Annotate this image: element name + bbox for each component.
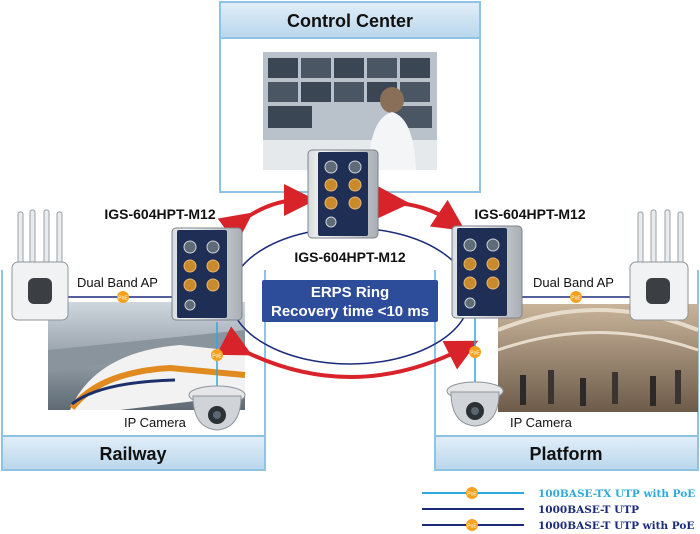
control-center-title: Control Center bbox=[287, 11, 413, 31]
poe-badge-right-camera: PoE bbox=[469, 346, 481, 358]
switch-left bbox=[171, 227, 243, 321]
access-point-left bbox=[11, 209, 69, 321]
erps-ring-box: ERPS Ring Recovery time <10 ms bbox=[262, 280, 438, 322]
legend-label-1: 100BASE-TX UTP with PoE bbox=[538, 488, 695, 500]
svg-text:PoE: PoE bbox=[212, 354, 222, 360]
switch-center bbox=[307, 149, 379, 239]
switch-right-label: IGS-604HPT-M12 bbox=[474, 206, 585, 222]
svg-text:PoE: PoE bbox=[118, 296, 128, 302]
switch-left-label: IGS-604HPT-M12 bbox=[104, 206, 215, 222]
legend-label-2: 1000BASE-T UTP bbox=[538, 504, 639, 516]
legend-item-100base-tx-poe: PoE 100BASE-TX UTP with PoE bbox=[422, 487, 695, 500]
ring-arrows bbox=[216, 184, 479, 379]
legend-label-3: 1000BASE-T UTP with PoE bbox=[538, 520, 694, 532]
railway-title: Railway bbox=[99, 444, 166, 464]
legend-item-1000base-t-poe: PoE 1000BASE-T UTP with PoE bbox=[422, 519, 694, 532]
switch-center-label: IGS-604HPT-M12 bbox=[294, 249, 405, 265]
svg-text:PoE: PoE bbox=[571, 296, 581, 302]
ring-title: ERPS Ring bbox=[311, 284, 389, 301]
legend: PoE 100BASE-TX UTP with PoE 1000BASE-T U… bbox=[422, 487, 695, 532]
svg-text:PoE: PoE bbox=[470, 351, 480, 357]
access-point-right bbox=[629, 209, 689, 321]
ip-camera-right bbox=[446, 381, 504, 427]
svg-text:PoE: PoE bbox=[467, 524, 477, 530]
switch-right bbox=[451, 225, 523, 319]
platform-title: Platform bbox=[529, 444, 602, 464]
ip-camera-left bbox=[188, 385, 246, 431]
poe-badge-right-ap: PoE bbox=[570, 291, 582, 303]
poe-badge-left-ap: PoE bbox=[117, 291, 129, 303]
svg-text:PoE: PoE bbox=[467, 492, 477, 498]
right-camera-label: IP Camera bbox=[510, 415, 573, 430]
left-ap-label: Dual Band AP bbox=[77, 275, 158, 290]
ring-recovery: Recovery time <10 ms bbox=[271, 303, 429, 320]
left-camera-label: IP Camera bbox=[124, 415, 187, 430]
platform-photo bbox=[497, 304, 699, 412]
control-room-photo bbox=[263, 52, 437, 170]
platform-panel: Platform bbox=[434, 270, 699, 471]
right-ap-label: Dual Band AP bbox=[533, 275, 614, 290]
legend-item-1000base-t: 1000BASE-T UTP bbox=[422, 504, 639, 516]
poe-badge-left-camera: PoE bbox=[211, 349, 223, 361]
control-center-panel: Control Center bbox=[219, 1, 481, 193]
